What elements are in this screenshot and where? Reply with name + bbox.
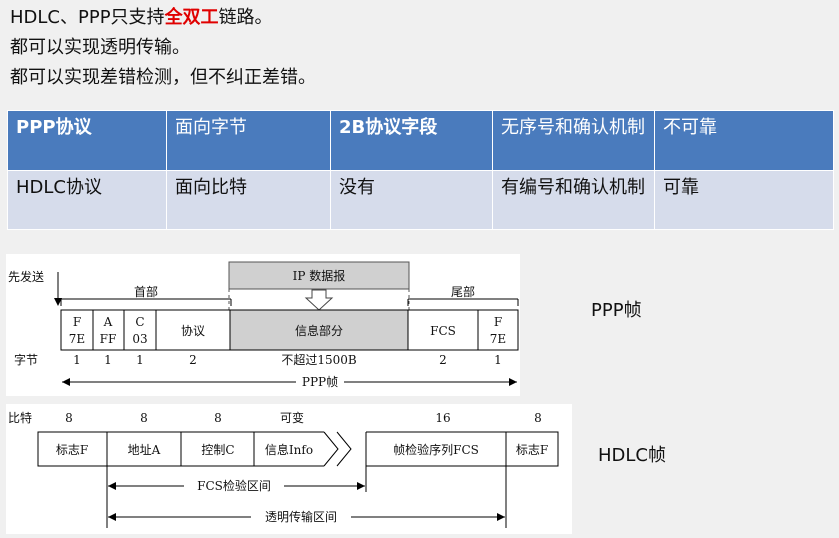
byte-count: 2	[189, 353, 197, 367]
table-cell: PPP协议	[7, 110, 167, 171]
intro-line-2: 都可以实现透明传输。	[10, 37, 190, 58]
byte-count: 2	[439, 353, 447, 367]
table-cell: HDLC协议	[7, 170, 167, 230]
ppp-frame-label: PPP帧	[591, 300, 642, 321]
table-cell: 面向比特	[166, 170, 331, 230]
comparison-table: PPP协议 面向字节 2B协议字段 无序号和确认机制 不可靠 HDLC协议 面向…	[7, 110, 834, 230]
bytes-label: 字节	[14, 352, 38, 367]
table-cell: 2B协议字段	[330, 110, 493, 171]
table-cell: 不可靠	[654, 110, 834, 171]
bit-count: 8	[534, 411, 542, 425]
fcs-field: FCS	[430, 324, 456, 338]
byte-count: 1	[136, 353, 144, 367]
break-chevron-icon	[336, 431, 352, 467]
table-cell: 无序号和确认机制	[492, 110, 655, 171]
address-field: A	[103, 315, 113, 329]
intro-line-1: HDLC、PPP只支持全双工链路。	[10, 7, 273, 28]
address-field: 地址A	[128, 443, 161, 457]
break-chevron-icon	[323, 431, 339, 467]
down-arrow-icon	[304, 289, 334, 311]
flag-field: 标志F	[56, 443, 88, 457]
byte-count: 1	[73, 353, 81, 367]
info-field: 信息Info	[265, 442, 313, 457]
info-field: 信息部分	[295, 323, 343, 338]
byte-count: 1	[104, 353, 112, 367]
end-flag-field: 标志F	[516, 443, 548, 457]
hdlc-frame-diagram: 比特 8 8 8 可变 16 8 标志F 地址A 控制C 信息Info 帧检验序…	[6, 404, 572, 534]
bit-count: 16	[435, 411, 450, 425]
table-cell: 有编号和确认机制	[492, 170, 655, 230]
trailer-label: 尾部	[451, 284, 475, 299]
end-flag-field: F	[494, 315, 502, 329]
fcs-range-label: FCS检验区间	[197, 478, 271, 493]
bit-count: 可变	[280, 410, 304, 425]
sender-label: 先发送	[8, 269, 44, 284]
transparent-range-label: 透明传输区间	[265, 509, 337, 524]
full-duplex-highlight: 全双工	[164, 7, 219, 28]
ppp-frame-diagram: 先发送 IP 数据报 首部 尾部 F 7E A FF C 03 协议 信息部分 …	[6, 254, 520, 396]
hdlc-frame-label: HDLC帧	[598, 445, 666, 466]
control-value: 03	[132, 332, 147, 346]
table-cell: 没有	[330, 170, 493, 230]
table-row-hdlc: HDLC协议 面向比特 没有 有编号和确认机制 可靠	[7, 170, 834, 230]
address-value: FF	[100, 332, 117, 346]
ppp-frame-span-label: PPP帧	[302, 375, 338, 389]
ip-datagram-label: IP 数据报	[293, 268, 346, 283]
bit-count: 8	[65, 411, 73, 425]
table-row-ppp: PPP协议 面向字节 2B协议字段 无序号和确认机制 不可靠	[7, 110, 834, 171]
bits-label: 比特	[8, 410, 32, 425]
flag-value: 7E	[69, 332, 85, 346]
control-field: 控制C	[201, 443, 234, 457]
byte-count: 1	[494, 353, 502, 367]
flag-field: F	[73, 315, 81, 329]
fcs-field: 帧检验序列FCS	[393, 442, 479, 457]
protocol-field: 协议	[181, 323, 205, 338]
header-label: 首部	[134, 284, 158, 299]
table-cell: 面向字节	[166, 110, 331, 171]
intro-line-3: 都可以实现差错检测，但不纠正差错。	[10, 67, 316, 88]
end-flag-value: 7E	[490, 332, 506, 346]
byte-count: 不超过1500B	[281, 352, 357, 367]
table-cell: 可靠	[654, 170, 834, 230]
bit-count: 8	[214, 411, 222, 425]
control-field: C	[135, 315, 144, 329]
bit-count: 8	[140, 411, 148, 425]
